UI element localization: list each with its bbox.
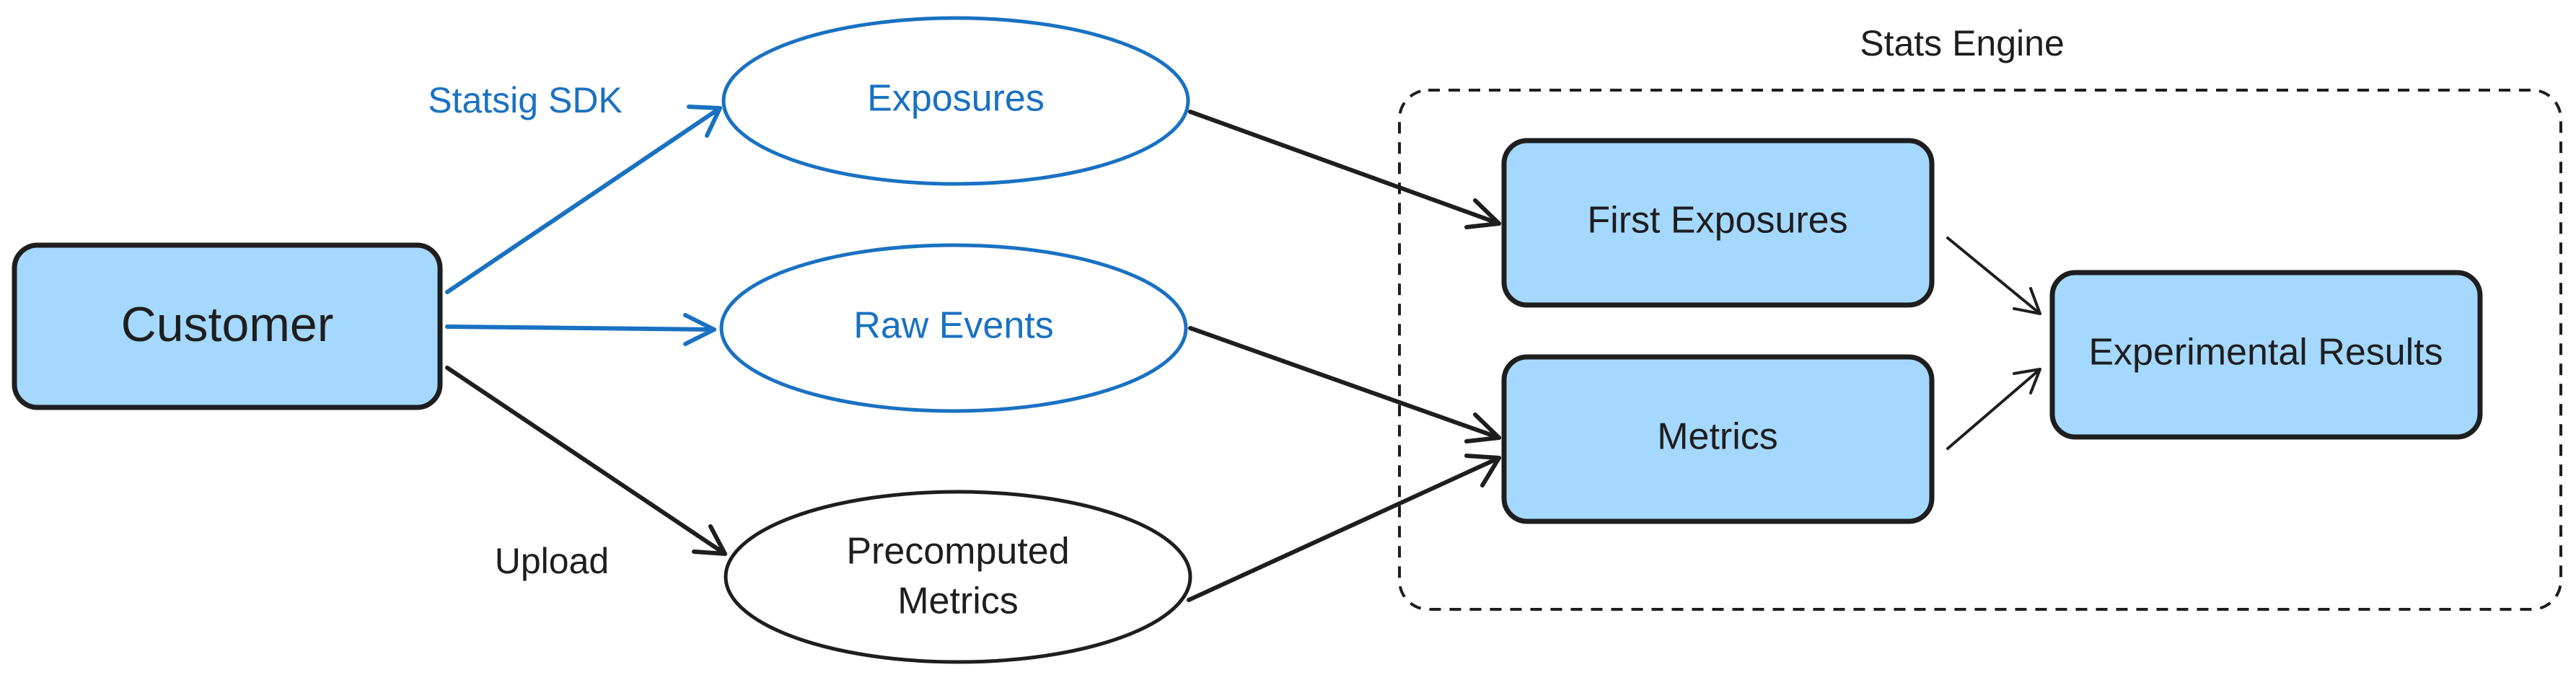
edge-customer-exposures	[445, 106, 722, 294]
node-first-exposures[interactable]: First Exposures	[1501, 138, 1935, 308]
edge-raw-events-metrics	[1188, 326, 1501, 440]
edge-metrics-results	[1946, 368, 2041, 450]
node-exposures-label: Exposures	[867, 78, 1045, 120]
arrowhead-metrics-top	[1464, 412, 1501, 443]
edge-precomputed-metrics	[1187, 456, 1501, 602]
arrowhead-raw-events	[683, 313, 716, 346]
edge-first-exposures-results	[1946, 237, 2041, 315]
node-raw-events-shape	[719, 243, 1188, 413]
node-first-exposures-label: First Exposures	[1587, 200, 1847, 242]
edge-customer-precomputed	[445, 366, 727, 556]
node-metrics-shape	[1501, 354, 1935, 524]
statsig-sdk-label: Statsig SDK	[428, 80, 623, 120]
arrowhead-exposures	[687, 105, 722, 138]
upload-label: Upload	[495, 541, 609, 581]
node-first-exposures-shape	[1501, 138, 1935, 308]
stats-engine-title: Stats Engine	[1860, 23, 2065, 63]
arrowhead-metrics-bottom	[1464, 454, 1501, 487]
node-experimental-results-shape	[2049, 270, 2483, 440]
arrowhead-results-bottom	[2013, 368, 2041, 394]
node-customer-shape	[12, 242, 443, 410]
node-exposures[interactable]: Exposures	[721, 16, 1190, 186]
node-precomputed-metrics-label-line2: Metrics	[897, 580, 1019, 622]
arrowhead-precomputed	[692, 524, 727, 556]
node-precomputed-metrics-shape	[724, 490, 1192, 664]
node-precomputed-metrics-label-line1: Precomputed	[846, 531, 1069, 573]
edges	[445, 105, 2041, 602]
node-exposures-shape	[721, 16, 1190, 186]
node-experimental-results-label: Experimental Results	[2088, 332, 2443, 374]
node-precomputed-metrics[interactable]: Precomputed Metrics	[724, 490, 1192, 664]
node-metrics[interactable]: Metrics	[1501, 354, 1935, 524]
node-metrics-label: Metrics	[1657, 416, 1778, 458]
stats-engine-group-border	[1398, 89, 2562, 611]
node-raw-events-label: Raw Events	[853, 305, 1053, 347]
arrowhead-results-top	[2013, 287, 2041, 315]
node-experimental-results[interactable]: Experimental Results	[2049, 270, 2483, 440]
node-customer-label: Customer	[121, 297, 334, 352]
node-customer[interactable]: Customer	[12, 242, 443, 410]
edge-customer-raw-events	[445, 324, 716, 332]
edge-exposures-first-exposures	[1188, 110, 1501, 226]
node-raw-events[interactable]: Raw Events	[719, 243, 1188, 413]
arrowhead-first-exposures	[1464, 198, 1501, 229]
